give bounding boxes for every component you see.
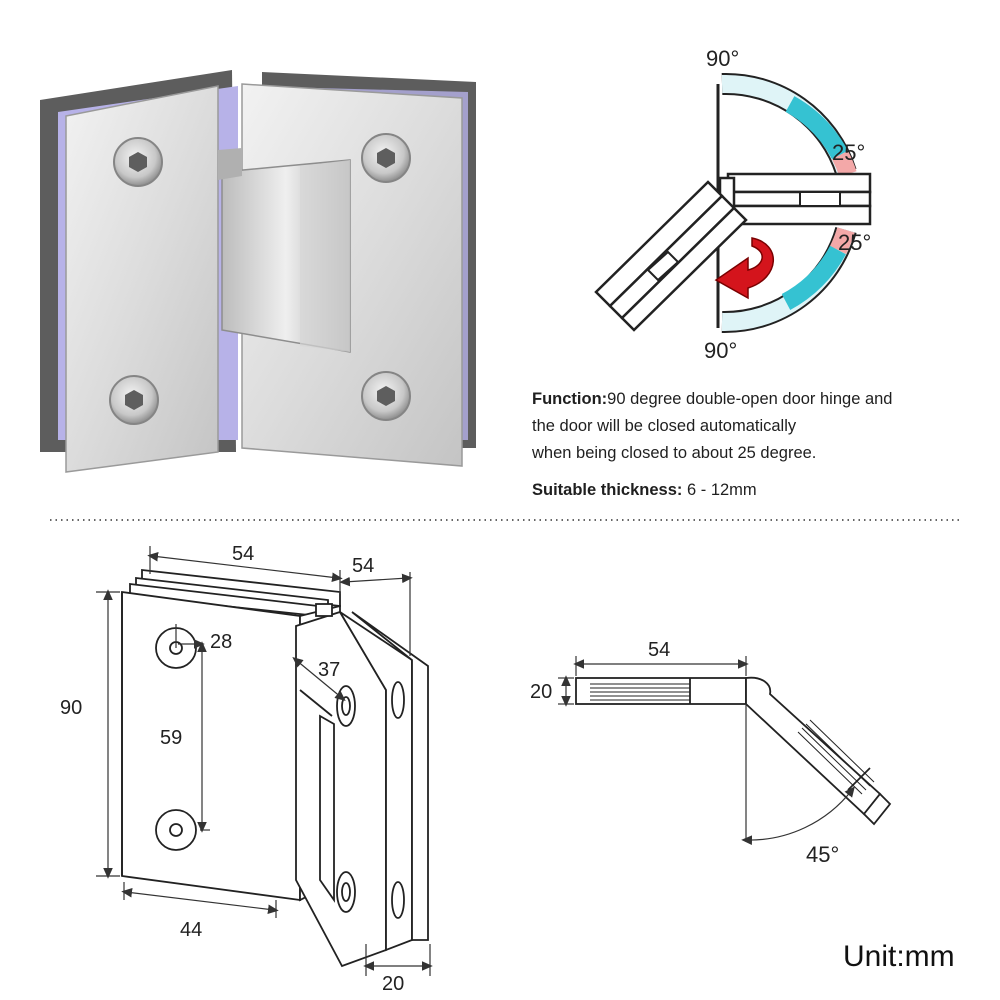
upper-close-angle-label: 25° [832,140,865,165]
dim-plate-lower-width: 44 [180,919,202,941]
hinge-photo [40,70,476,473]
front-technical-drawing [121,568,429,968]
dim-depth: 54 [352,555,374,577]
top-view-dimension-lines [558,656,855,845]
dim-thickness: 20 [382,973,404,995]
top-view-length: 54 [648,639,670,661]
function-line-1: Function:90 degree double-open door hing… [532,386,972,413]
top-view-drawing [575,676,892,826]
screw-bottom-left [109,375,159,425]
unit-label: Unit:mm [843,940,955,973]
front-dimension-lines [96,546,433,976]
screw-bottom-right [361,371,411,421]
top-view-angle: 45° [806,842,839,867]
screw-top-left [113,137,163,187]
door-panels-closed [718,172,872,226]
thickness-line: Suitable thickness: 6 - 12mm [532,477,972,504]
angle-diagram [594,72,872,334]
door-panel-open [594,180,748,332]
top-view-thickness: 20 [530,681,552,703]
dim-height: 90 [60,697,82,719]
knuckle-face [300,160,350,352]
function-text-1: 90 degree double-open door hinge and [607,390,893,408]
description-block: Function:90 degree double-open door hing… [532,386,972,504]
arc-bottom-pink [829,227,855,255]
screw-top-right [361,133,411,183]
bottom-angle-label: 90° [704,338,737,363]
dim-plate-width: 54 [232,543,254,565]
arc-top-cyan [785,96,848,160]
function-label: Function: [532,390,608,408]
top-angle-label: 90° [706,46,739,71]
arc-bottom-cyan [781,245,846,310]
left-plate [65,85,219,473]
knuckle-top-shadow [218,148,242,180]
dim-hole-spacing: 59 [160,727,182,749]
close-direction-arrow-icon [714,237,774,300]
function-line-2: the door will be closed automatically [532,417,797,435]
thickness-value: 6 - 12mm [682,481,757,499]
thickness-label: Suitable thickness: [532,481,683,499]
lower-close-angle-label: 25° [838,230,871,255]
function-line-3: when being closed to about 25 degree. [532,444,817,462]
dim-slot-width: 37 [318,659,340,681]
dim-hole-offset: 28 [210,631,232,653]
